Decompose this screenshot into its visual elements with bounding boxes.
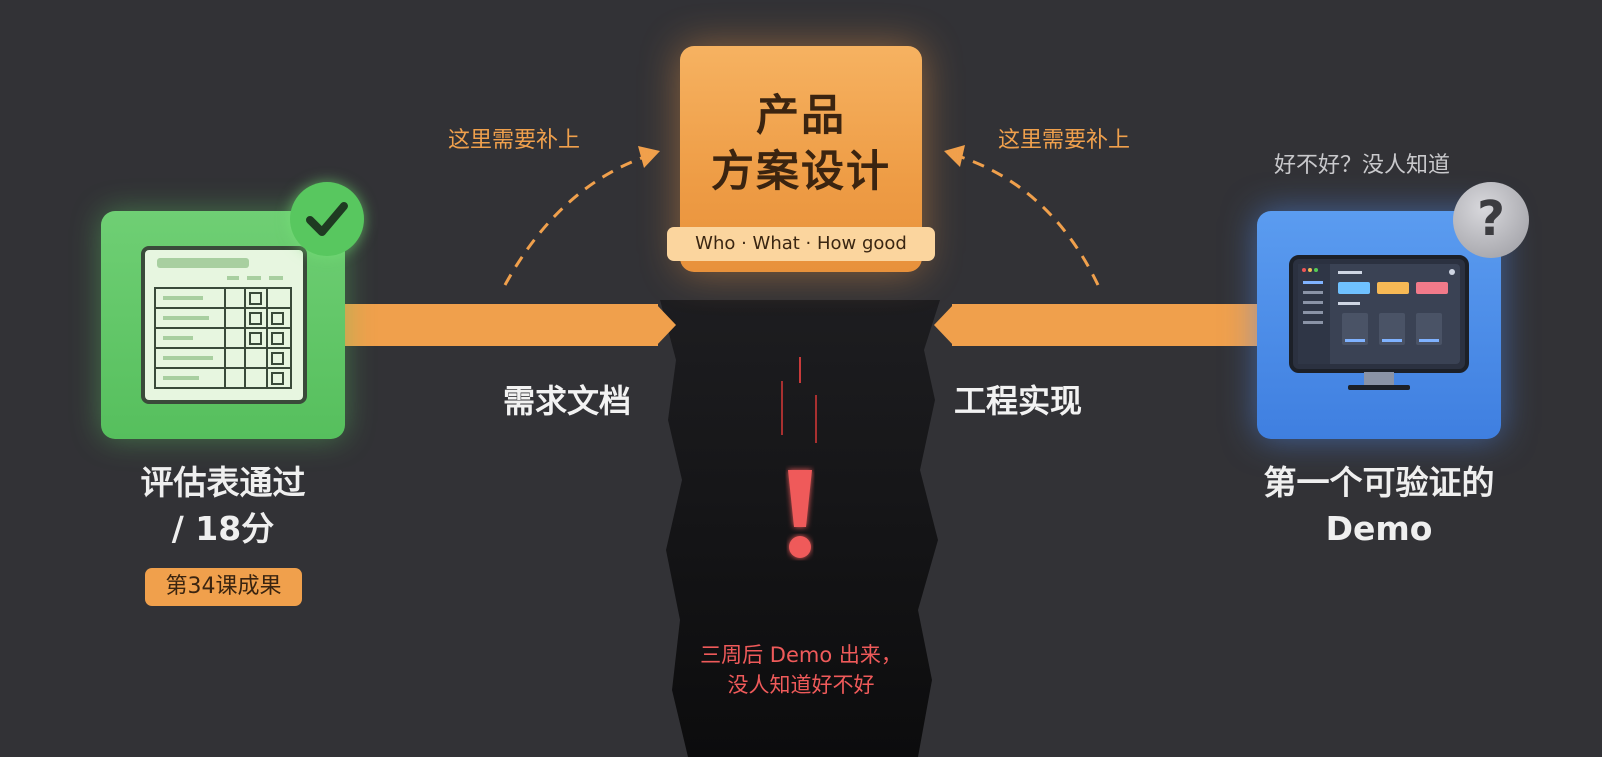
demo-title: 第一个可验证的 Demo bbox=[1228, 460, 1530, 552]
product-title-line1: 产品 bbox=[756, 91, 846, 141]
left-bar bbox=[340, 304, 658, 346]
right-arrow-note: 这里需要补上 bbox=[998, 128, 1131, 153]
lesson-badge: 第34课成果 bbox=[145, 568, 302, 606]
evaluation-title: 评估表通过 / 18分 bbox=[101, 460, 345, 552]
left-arrow-note: 这里需要补上 bbox=[448, 128, 581, 153]
demo-title-line2: Demo bbox=[1325, 509, 1433, 548]
falling-lines bbox=[781, 357, 817, 443]
left-dashed-arrow bbox=[503, 153, 651, 286]
warning-caption: 三周后 Demo 出来， 没人知道好不好 bbox=[680, 640, 922, 700]
right-bar bbox=[952, 304, 1262, 346]
right-arrowhead-icon bbox=[944, 145, 965, 167]
who-what-how-chip: Who · What · How good bbox=[667, 227, 935, 261]
warning-line2: 没人知道好不好 bbox=[727, 673, 875, 697]
exclamation-icon bbox=[788, 470, 812, 558]
demo-title-line1: 第一个可验证的 bbox=[1263, 463, 1495, 502]
evaluation-title-line2: / 18分 bbox=[171, 509, 275, 548]
checkmark-icon bbox=[290, 182, 364, 256]
product-title: 产品 方案设计 bbox=[680, 88, 922, 200]
requirements-doc-label: 需求文档 bbox=[503, 382, 632, 420]
product-title-line2: 方案设计 bbox=[711, 147, 891, 197]
left-arrowhead-icon bbox=[638, 146, 660, 168]
question-icon: ? bbox=[1453, 182, 1529, 258]
warning-line1: 三周后 Demo 出来， bbox=[700, 643, 902, 667]
engineering-label: 工程实现 bbox=[954, 382, 1083, 420]
evaluation-title-line1: 评估表通过 bbox=[140, 463, 306, 502]
spreadsheet-icon bbox=[141, 246, 307, 404]
monitor-dashboard-icon bbox=[1289, 255, 1469, 390]
left-bar-arrowhead bbox=[656, 304, 676, 346]
right-bar-arrowhead bbox=[934, 304, 954, 346]
right-dashed-arrow bbox=[954, 153, 1100, 286]
question-note: 好不好？没人知道 bbox=[1274, 153, 1451, 178]
